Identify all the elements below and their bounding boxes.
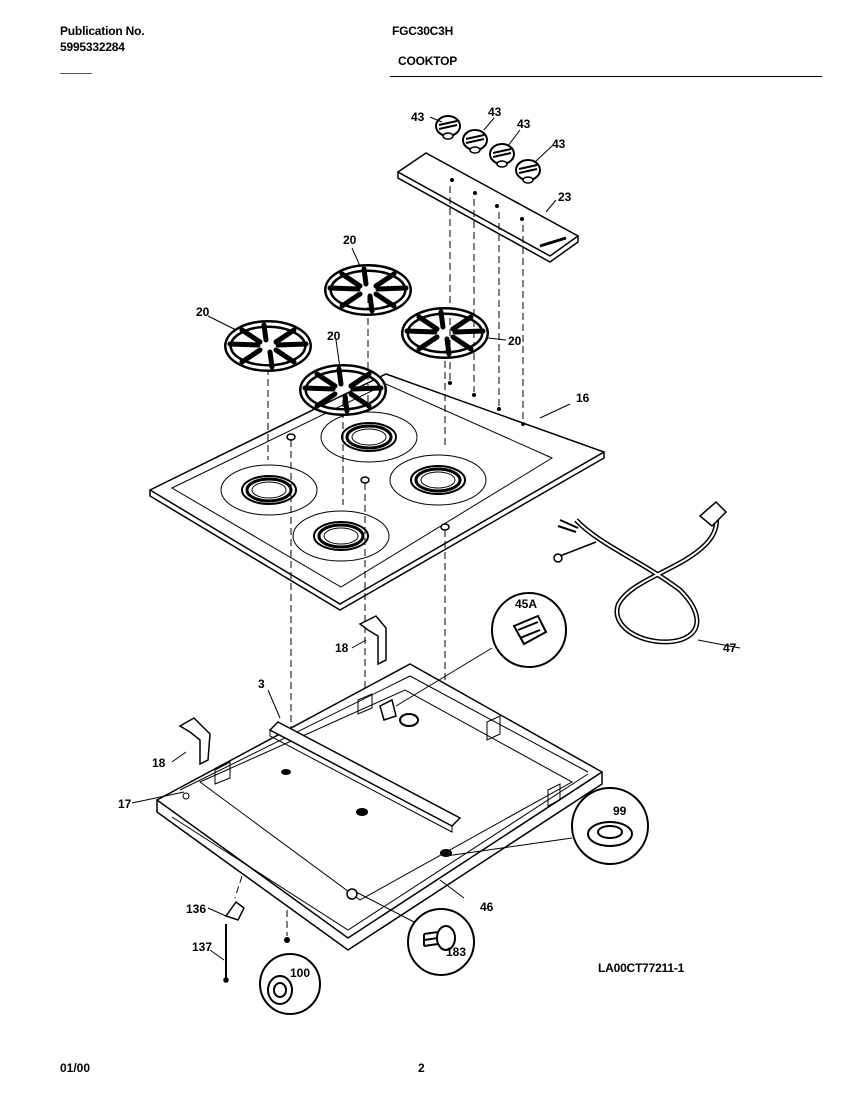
callout-46: 46 xyxy=(480,900,494,914)
detail-99-fitting xyxy=(445,787,649,865)
callout-43-a: 43 xyxy=(411,110,425,124)
detail-45a-terminal-block xyxy=(379,592,567,721)
callout-20-front: 20 xyxy=(327,329,341,343)
cooktop-top xyxy=(148,373,606,611)
callout-100: 100 xyxy=(290,966,310,980)
footer-date: 01/00 xyxy=(60,1061,91,1075)
callout-43-d: 43 xyxy=(552,137,566,151)
grates xyxy=(228,268,485,412)
header-rule xyxy=(390,76,822,77)
callout-labels: 43 43 43 43 23 20 20 20 20 16 45A 47 18 … xyxy=(118,105,737,980)
leader-lines xyxy=(131,116,741,961)
model-number: FGC30C3H xyxy=(392,24,454,38)
publication-label: Publication No. xyxy=(60,24,145,38)
header-stub-line xyxy=(60,73,92,74)
callout-17: 17 xyxy=(118,797,132,811)
publication-number: 5995332284 xyxy=(60,40,125,54)
detail-183-bolt xyxy=(355,891,475,976)
callout-20-back: 20 xyxy=(343,233,357,247)
callout-45a: 45A xyxy=(515,597,537,611)
base-pan xyxy=(155,663,604,951)
callout-20-left: 20 xyxy=(196,305,210,319)
clip-and-screw xyxy=(223,900,245,983)
callout-16: 16 xyxy=(576,391,590,405)
page-number: 2 xyxy=(418,1061,425,1075)
callout-3: 3 xyxy=(258,677,265,691)
bracket-lower xyxy=(178,717,211,766)
drawing-id: LA00CT77211-1 xyxy=(598,961,685,975)
callout-20-right: 20 xyxy=(508,334,522,348)
power-cord xyxy=(553,500,728,645)
callout-43-b: 43 xyxy=(488,105,502,119)
section-title: COOKTOP xyxy=(398,54,458,68)
callout-183: 183 xyxy=(446,945,466,959)
detail-100-nut xyxy=(259,937,321,1015)
callout-23: 23 xyxy=(558,190,572,204)
control-panel xyxy=(396,152,580,263)
callout-18-lower: 18 xyxy=(152,756,166,770)
callout-47: 47 xyxy=(723,641,737,655)
bracket-upper xyxy=(358,615,387,666)
callout-43-c: 43 xyxy=(517,117,531,131)
callout-18-upper: 18 xyxy=(335,641,349,655)
cross-brace xyxy=(268,721,462,833)
callout-99: 99 xyxy=(613,804,627,818)
callout-137: 137 xyxy=(192,940,212,954)
callout-136: 136 xyxy=(186,902,206,916)
